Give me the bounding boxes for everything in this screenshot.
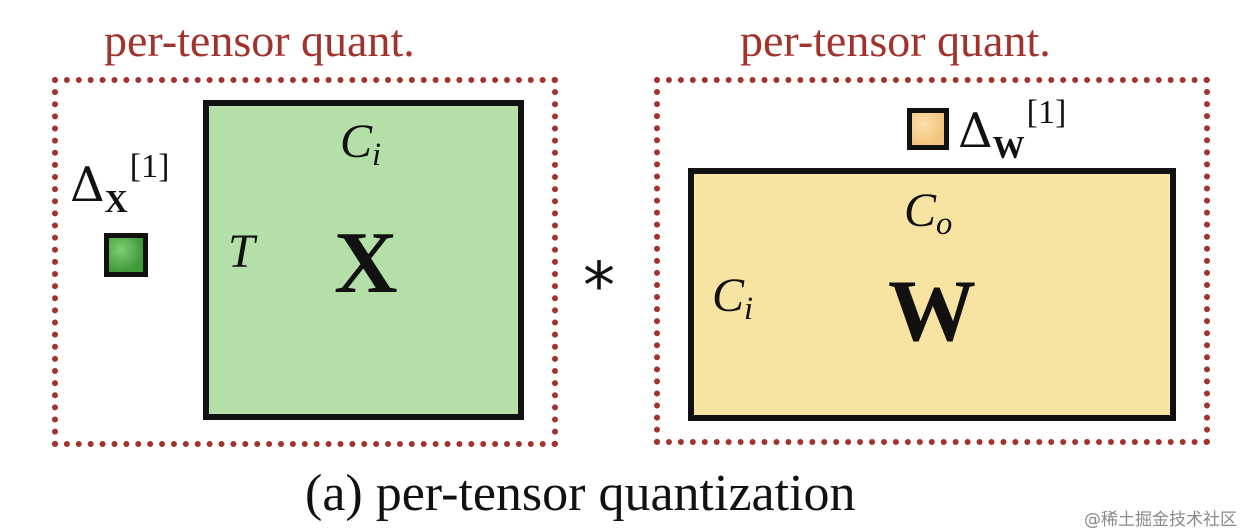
matrix-x-top-label: Ci [340, 118, 381, 172]
delta-x-symbol: Δ [70, 156, 105, 213]
matrix-w-side-label-main: C [712, 269, 745, 322]
delta-x-superscript: [1] [129, 148, 170, 185]
matrix-w [688, 168, 1176, 421]
matrix-x-side-label: T [228, 225, 255, 278]
delta-w-label: ΔW[1] [958, 96, 1066, 163]
multiply-operator: * [583, 250, 615, 324]
watermark: @稀土掘金技术社区 [1084, 510, 1237, 530]
delta-x-square [104, 233, 148, 277]
figure-caption: (a) per-tensor quantization [305, 465, 856, 522]
matrix-w-top-label-sub: o [936, 206, 953, 243]
matrix-x [203, 100, 524, 420]
matrix-w-top-label-main: C [904, 184, 937, 237]
delta-x-label: ΔX[1] [70, 150, 169, 217]
right-dashed-boundary [654, 77, 1210, 445]
matrix-w-side-label-sub: i [744, 291, 754, 328]
matrix-x-name: X [334, 215, 398, 312]
matrix-w-name: W [888, 263, 976, 360]
delta-w-symbol: Δ [958, 102, 993, 159]
matrix-x-top-label-sub: i [372, 137, 382, 174]
delta-w-square [907, 108, 949, 150]
left-dashed-boundary [52, 77, 558, 447]
left-group-label: per-tensor quant. [104, 15, 415, 66]
matrix-w-side-label: Ci [712, 272, 753, 326]
matrix-x-top-label-main: C [340, 115, 373, 168]
delta-w-subscript: W [992, 128, 1025, 165]
right-group-label: per-tensor quant. [740, 15, 1051, 66]
matrix-w-top-label: Co [904, 187, 952, 241]
delta-x-subscript: X [104, 182, 128, 219]
delta-w-superscript: [1] [1026, 94, 1067, 131]
